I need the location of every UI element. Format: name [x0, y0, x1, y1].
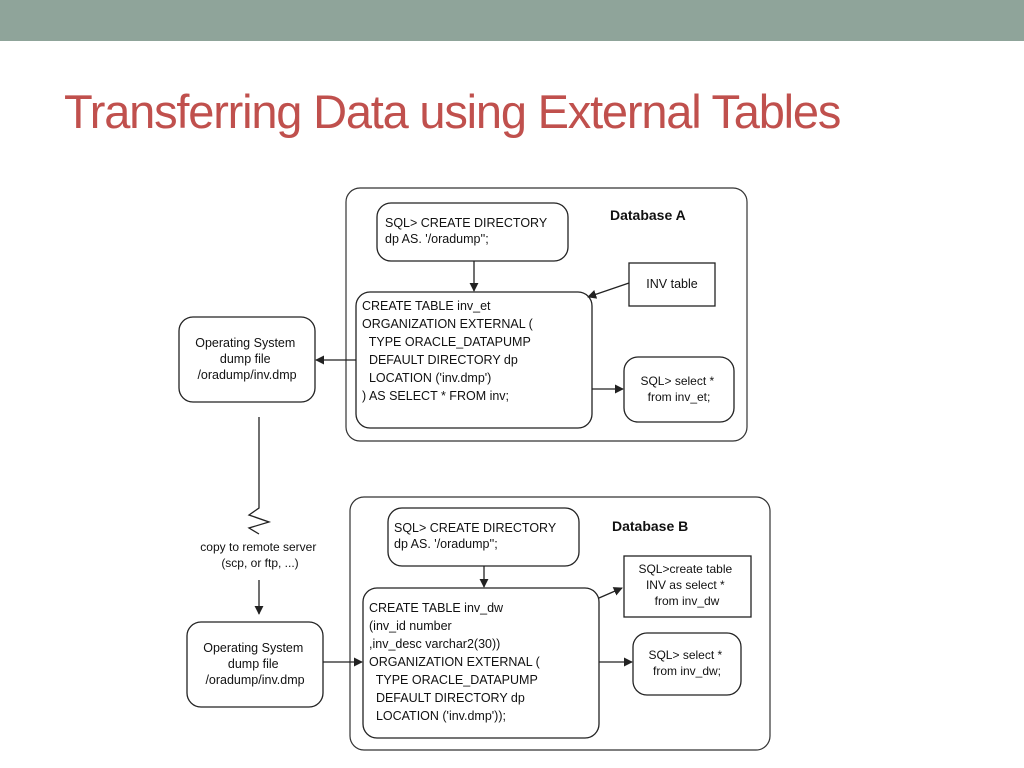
db-b-create-directory-line: dp AS. '/oradump''; [394, 537, 498, 551]
db-b-create-table-line: TYPE ORACLE_DATAPUMP [369, 673, 538, 687]
db-a-create-directory-box [376, 202, 569, 262]
db-a-create-table-line: TYPE ORACLE_DATAPUMP [362, 335, 531, 349]
os-source-line: Operating System [195, 336, 295, 350]
db-b-create-table-as-box [623, 555, 752, 618]
os-target-line: dump file [228, 657, 279, 671]
db-b-create-directory-text: SQL> CREATE DIRECTORY dp AS. '/oradump''… [394, 521, 559, 551]
db-a-create-table-line: CREATE TABLE inv_et [362, 299, 491, 313]
db-a-inv-table-label: INV table [646, 277, 697, 291]
db-b-select-box [632, 632, 742, 696]
db-a-create-table-line: DEFAULT DIRECTORY dp [362, 353, 518, 367]
db-b-select-line: from inv_dw; [653, 664, 721, 678]
db-a-select-box [623, 356, 735, 423]
database-b-label: Database B [612, 518, 688, 534]
top-bar [0, 0, 1024, 41]
db-b-create-table-line: DEFAULT DIRECTORY dp [369, 691, 525, 705]
db-b-create-table-as-line: SQL>create table [638, 562, 732, 576]
db-a-create-table-line: ORGANIZATION EXTERNAL ( [362, 317, 534, 331]
db-b-create-table-line: LOCATION ('inv.dmp')); [369, 709, 506, 723]
db-a-select-line: from inv_et; [648, 390, 711, 404]
arrow-create-table-to-create-table-as-b [598, 587, 623, 599]
db-a-create-table-line: LOCATION ('inv.dmp') [362, 371, 491, 385]
db-b-create-table-as-text: SQL>create table INV as select * from in… [638, 562, 735, 608]
database-a-label: Database A [610, 207, 686, 223]
db-b-create-table-line: ,inv_desc varchar2(30)) [369, 637, 500, 651]
copy-label-text: copy to remote server (scp, or ftp, ...) [200, 540, 319, 570]
db-b-create-table-as-line: INV as select * [646, 578, 725, 592]
copy-label-line: (scp, or ftp, ...) [221, 556, 298, 570]
copy-label-line: copy to remote server [200, 540, 316, 554]
db-b-create-table-box [362, 587, 600, 739]
db-b-create-directory-line: SQL> CREATE DIRECTORY [394, 521, 557, 535]
slide-title: Transferring Data using External Tables [64, 85, 841, 138]
db-a-select-line: SQL> select * [640, 374, 714, 388]
db-a-create-directory-line: dp AS. '/oradump''; [385, 232, 489, 246]
db-b-create-table-line: CREATE TABLE inv_dw [369, 601, 504, 615]
db-a-create-directory-line: SQL> CREATE DIRECTORY [385, 216, 548, 230]
os-target-dump-file-text: Operating System dump file /oradump/inv.… [203, 641, 307, 687]
db-a-create-table-line: ) AS SELECT * FROM inv; [362, 389, 509, 403]
db-b-select-text: SQL> select * from inv_dw; [648, 648, 725, 678]
os-target-dump-file-box [186, 621, 324, 708]
db-b-create-table-text: CREATE TABLE inv_dw (inv_id number ,inv_… [369, 601, 541, 723]
os-source-line: /oradump/inv.dmp [197, 368, 296, 382]
db-a-inv-table-box [628, 262, 716, 307]
db-a-create-table-text: CREATE TABLE inv_et ORGANIZATION EXTERNA… [0, 0, 550, 403]
os-source-dump-file-box [178, 316, 316, 403]
os-target-line: Operating System [203, 641, 303, 655]
db-b-create-table-line: ORGANIZATION EXTERNAL ( [369, 655, 541, 669]
db-a-create-directory-text: SQL> CREATE DIRECTORY dp AS. '/oradump''… [385, 216, 550, 246]
db-b-select-line: SQL> select * [648, 648, 722, 662]
os-source-line: dump file [220, 352, 271, 366]
arrow-inv-table-to-create-table-a [587, 282, 630, 299]
os-source-dump-file-text: Operating System dump file /oradump/inv.… [195, 336, 299, 382]
os-target-line: /oradump/inv.dmp [205, 673, 304, 687]
db-b-create-table-line: (inv_id number [369, 619, 452, 633]
db-a-select-text: SQL> select * from inv_et; [640, 374, 717, 404]
db-b-create-table-as-line: from inv_dw [655, 594, 720, 608]
copy-connector-line [247, 417, 272, 535]
